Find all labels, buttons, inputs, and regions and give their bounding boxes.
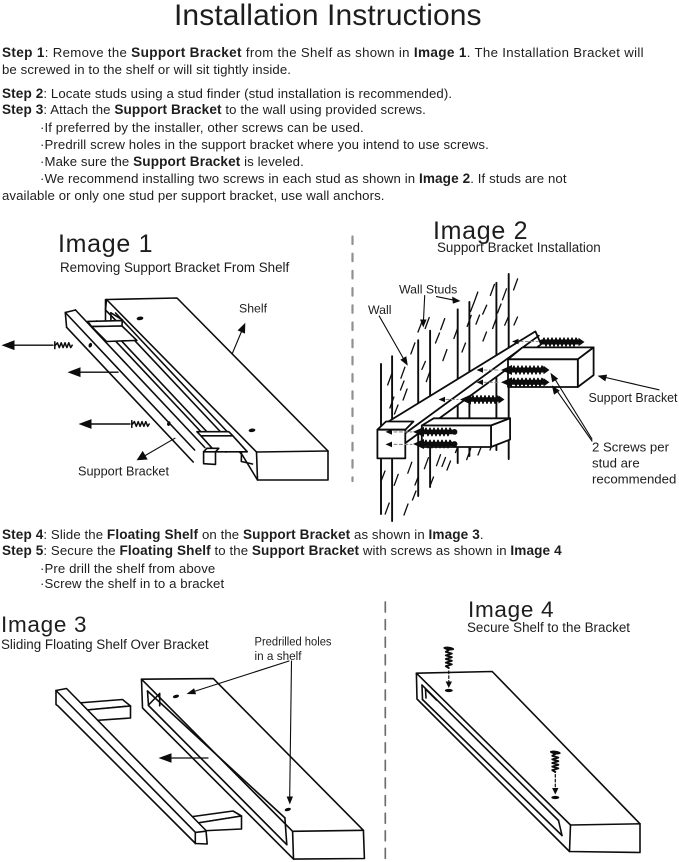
svg-text:Support Bracket: Support Bracket xyxy=(78,464,169,479)
svg-text:recommended: recommended xyxy=(592,472,676,487)
svg-text:stud are: stud are xyxy=(592,456,640,471)
svg-text:Predrilled holes: Predrilled holes xyxy=(255,635,332,649)
svg-text:2 Screws per: 2 Screws per xyxy=(592,440,670,455)
svg-text:Shelf: Shelf xyxy=(239,302,268,316)
svg-text:Wall Studs: Wall Studs xyxy=(399,283,457,297)
svg-text:Wall: Wall xyxy=(368,303,391,317)
svg-text:in a shelf: in a shelf xyxy=(255,649,303,663)
svg-text:Support Bracket: Support Bracket xyxy=(589,390,678,405)
